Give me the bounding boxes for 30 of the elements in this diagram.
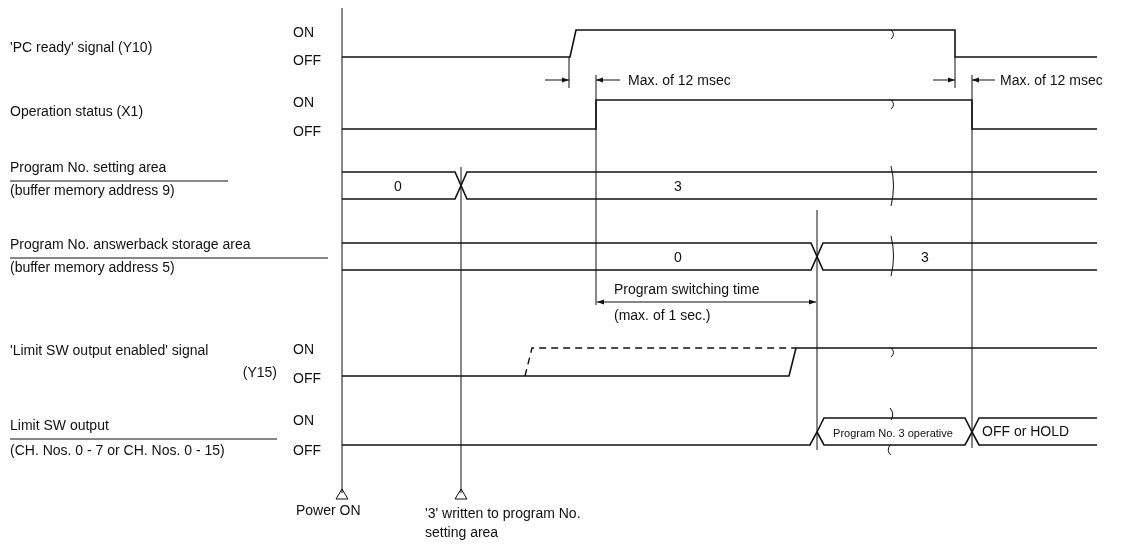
- level-label: OFF: [293, 52, 321, 68]
- bus-state: OFF or HOLD: [982, 423, 1070, 439]
- signal-name: Program No. answerback storage area: [10, 236, 251, 252]
- bus-value: 0: [674, 249, 682, 265]
- signal-name: Operation status (X1): [10, 103, 144, 119]
- bus-state: Program No. 3 operative: [833, 426, 953, 441]
- level-label: ON: [293, 24, 314, 40]
- timing-note: Program switching time: [614, 281, 760, 297]
- level-label: ON: [293, 341, 314, 357]
- signal-name: Program No. setting area: [10, 159, 167, 175]
- signal-name: 'Limit SW output enabled' signal: [10, 342, 209, 358]
- signal-subtitle: (buffer memory address 9): [10, 182, 175, 198]
- level-label: ON: [293, 94, 314, 110]
- event-label: Power ON: [296, 502, 361, 518]
- signal-name: 'PC ready' signal (Y10): [10, 39, 153, 55]
- bus-value: 0: [394, 178, 402, 194]
- event-label: '3' written to program No. setting area: [425, 504, 582, 542]
- signal-subtitle: (Y15): [242, 364, 277, 380]
- timing-note: Max. of 12 msec: [1000, 72, 1103, 88]
- timing-note: (max. of 1 sec.): [614, 307, 711, 323]
- signal-subtitle: (CH. Nos. 0 - 7 or CH. Nos. 0 - 15): [10, 442, 225, 458]
- bus-value: 3: [921, 249, 929, 265]
- level-label: OFF: [293, 370, 321, 386]
- signal-subtitle: (buffer memory address 5): [10, 259, 175, 275]
- level-label: ON: [293, 412, 314, 428]
- timing-note: Max. of 12 msec: [628, 72, 731, 88]
- signal-name: Limit SW output: [10, 417, 109, 433]
- level-label: OFF: [293, 442, 321, 458]
- level-label: OFF: [293, 123, 321, 139]
- bus-value: 3: [674, 178, 682, 194]
